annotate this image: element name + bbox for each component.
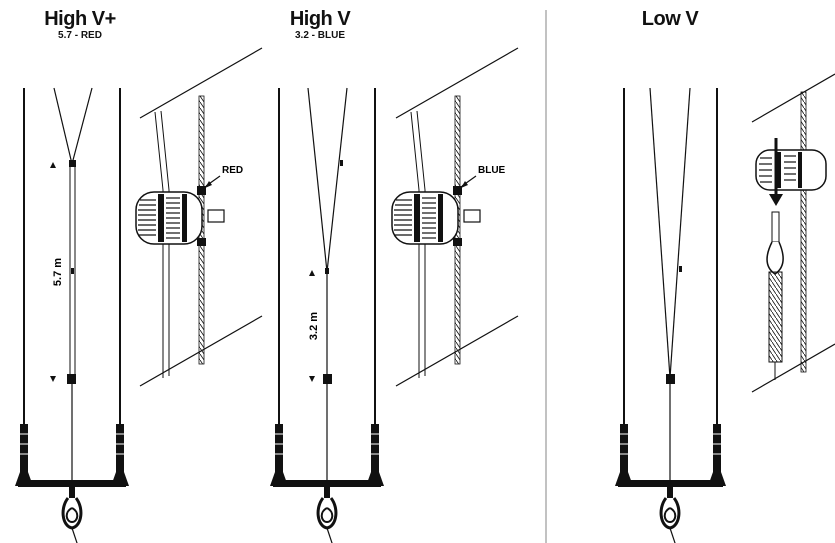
panel-high-v: [269, 47, 519, 543]
stopper-tab: [207, 209, 225, 223]
center-line-knot: [340, 160, 343, 166]
stopper-knot: [453, 186, 462, 195]
panel-low-v: [614, 73, 835, 543]
color-label: RED: [222, 165, 243, 176]
panel-title-high-v: High V: [289, 8, 351, 30]
chicken-loop: [659, 484, 681, 543]
v-line-right: [71, 87, 93, 165]
stopper-knot: [197, 238, 206, 246]
chicken-loop: [316, 484, 338, 543]
v-line-right: [669, 87, 691, 379]
stopper-tab: [463, 209, 481, 223]
inset-twisted-line: [800, 91, 807, 373]
v-junction-knot: [325, 268, 329, 274]
center-line-knot: [71, 268, 74, 274]
control-bar: [273, 480, 381, 487]
v-line-left: [53, 87, 73, 165]
bar-grip-left: [14, 423, 34, 487]
bar-grip-left: [614, 423, 634, 487]
panel-high-v-plus: [14, 47, 263, 543]
bar-floater: [135, 191, 203, 245]
inset-leader-line: [154, 111, 164, 378]
panel-title-high-v-plus: High V+: [44, 8, 116, 30]
bar-floater: [391, 191, 459, 245]
measure-arrow-up-icon: [50, 162, 56, 168]
chicken-loop: [61, 484, 83, 543]
depower-stopper: [67, 374, 76, 384]
inset-border-top: [139, 47, 263, 119]
bar-grip-left: [269, 423, 289, 487]
inset-border-bottom: [751, 343, 835, 393]
stopper-knot: [197, 186, 206, 195]
v-line-right: [326, 87, 348, 273]
measure-arrow-down-icon: [50, 376, 56, 382]
stopper-knot: [453, 238, 462, 246]
center-line-knot: [679, 266, 682, 272]
inset-border-top: [751, 73, 835, 123]
control-bar: [618, 480, 723, 487]
bar-floater: [755, 149, 827, 191]
control-bar: [18, 480, 126, 487]
length-label: 5.7 m: [52, 258, 64, 286]
v-line-left: [649, 87, 671, 379]
panel-subtitle-high-v-plus: 5.7 - RED: [58, 30, 102, 41]
panel-title-low-v: Low V: [641, 8, 699, 30]
bar-grip-right: [365, 423, 385, 487]
panel-subtitle-high-v: 3.2 - BLUE: [294, 30, 345, 41]
inset-border-top: [395, 47, 519, 119]
measure-arrow-up-icon: [309, 270, 315, 276]
v-line-left: [307, 87, 328, 273]
inset-leader-line: [416, 110, 426, 376]
inset-leader-line: [410, 111, 420, 378]
color-label: BLUE: [478, 165, 506, 176]
braided-sleeve: [768, 271, 783, 363]
depower-stopper: [323, 374, 332, 384]
line-ferrule: [771, 211, 780, 243]
v-junction-knot: [69, 160, 76, 167]
depower-stopper: [666, 374, 675, 384]
bar-grip-right: [110, 423, 130, 487]
inset-leader-line: [160, 110, 170, 376]
bar-grip-right: [707, 423, 727, 487]
length-label: 3.2 m: [308, 312, 320, 340]
pigtail-loop: [766, 241, 784, 275]
measure-arrow-down-icon: [309, 376, 315, 382]
